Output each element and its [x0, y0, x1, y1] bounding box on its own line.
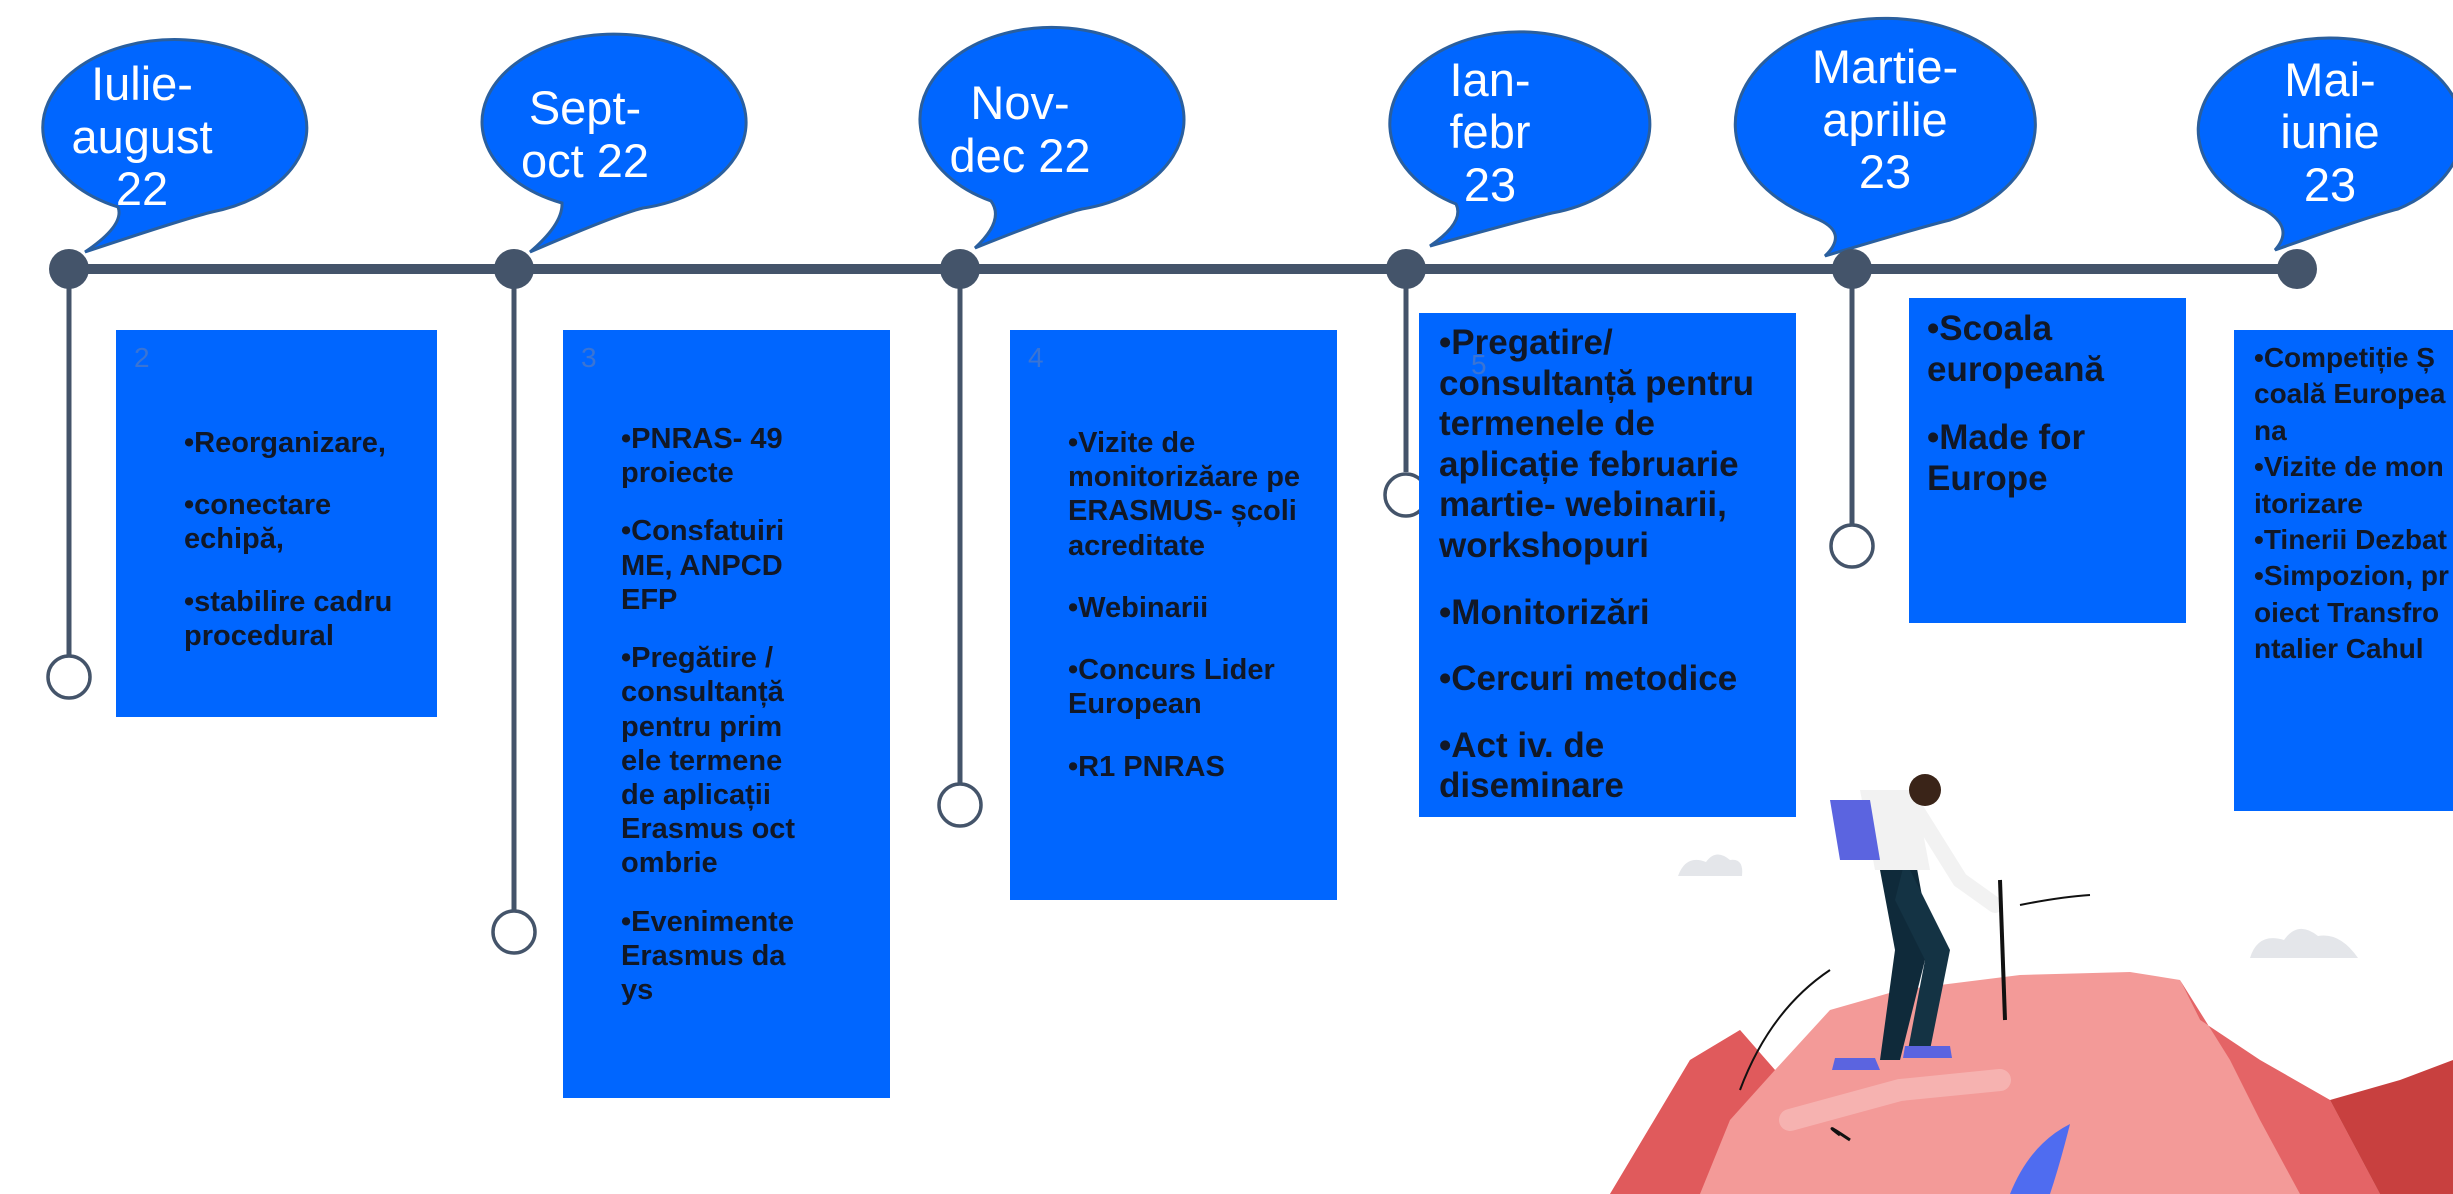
activity-box-4: 5 Pregatire/ consultanță pentru termenel… [1419, 313, 1796, 817]
period-marker-6 [2196, 36, 2453, 289]
activity-box-6: Competiție Școală Europeana Vizite de mo… [2234, 330, 2453, 811]
activity-item: Cercuri metodice [1439, 659, 1789, 700]
activity-list-5: Scoala europeană Made for Europe [1927, 308, 2177, 525]
timeline-end-circle-2 [491, 909, 537, 955]
step-number-2: 3 [581, 342, 597, 373]
activity-item: Act iv. de diseminare [1439, 726, 1789, 807]
activity-list-1: Reorganizare, conectare echipă, stabilir… [184, 426, 429, 681]
speech-bubble-5 [1733, 16, 2037, 258]
speech-bubble-1 [41, 38, 309, 254]
period-marker-5 [1733, 16, 2037, 569]
activity-item: Made for Europe [1927, 417, 2177, 500]
period-label-2: Sept- oct 22 [520, 81, 650, 187]
activity-item: Pregătire / consultanță pentru primele t… [621, 641, 796, 881]
period-label-3: Nov- dec 22 [949, 76, 1091, 182]
period-label-1: Iulie- august 22 [71, 57, 213, 216]
period-marker-3 [918, 25, 1186, 828]
activity-item: PNRAS- 49 proiecte [621, 422, 796, 490]
hiker-illustration [1830, 774, 2007, 1070]
speech-bubble-3 [918, 25, 1186, 250]
timeline-node-2 [494, 249, 534, 289]
activity-item: Tinerii Dezbat [2254, 522, 2450, 558]
period-label-5: Martie- aprilie 23 [1811, 40, 1959, 199]
activity-item: Simpozion, proiect Transfrontalier Cahul [2254, 558, 2450, 667]
activity-item: Monitorizări [1439, 593, 1789, 634]
activity-item: stabilire cadru procedural [184, 585, 429, 653]
speech-bubble-4 [1388, 30, 1652, 248]
activity-item: Vizite de monitorizare [2254, 449, 2450, 522]
activity-list-4: Pregatire/ consultanță pentru termenele … [1439, 323, 1789, 817]
activity-item: Concurs Lider European [1068, 653, 1318, 721]
speech-bubble-6 [2196, 36, 2453, 252]
activity-list-6: Competiție Școală Europeana Vizite de mo… [2254, 340, 2450, 668]
activity-list-3: Vizite de monitorizăare pe ERASMUS- școl… [1068, 426, 1318, 812]
step-number-3: 4 [1028, 342, 1044, 373]
activity-box-1: 2 Reorganizare, conectare echipă, stabil… [116, 330, 437, 717]
timeline-node-1 [49, 249, 89, 289]
activity-item: Competiție Școală Europeana [2254, 340, 2450, 449]
activity-item: R1 PNRAS [1068, 750, 1318, 784]
activity-box-5: Scoala europeană Made for Europe [1909, 298, 2186, 623]
activity-item: Vizite de monitorizăare pe ERASMUS- școl… [1068, 426, 1318, 563]
timeline-end-circle-3 [937, 782, 983, 828]
period-label-4: Ian- febr 23 [1449, 52, 1531, 211]
timeline-node-6 [2277, 249, 2317, 289]
activity-item: Consfatuiri ME, ANPCDEFP [621, 514, 796, 617]
timeline-node-5 [1832, 249, 1872, 289]
period-marker-2 [480, 32, 748, 955]
timeline-node-3 [940, 249, 980, 289]
period-marker-4 [1383, 30, 1652, 518]
activity-item: Webinarii [1068, 591, 1318, 625]
period-marker-1 [41, 38, 309, 700]
mountain-illustration [1610, 894, 2453, 1194]
activity-item: Scoala europeană [1927, 308, 2177, 391]
step-number-1: 2 [134, 342, 150, 373]
activity-box-2: 3 PNRAS- 49 proiecte Consfatuiri ME, ANP… [563, 330, 890, 1098]
period-label-6: Mai- iunie 23 [2280, 52, 2380, 211]
activity-item: Pregatire/ consultanță pentru termenele … [1439, 323, 1789, 567]
timeline-end-circle-5 [1829, 523, 1875, 569]
activity-list-2: PNRAS- 49 proiecte Consfatuiri ME, ANPCD… [621, 422, 796, 1031]
activity-box-3: 4 Vizite de monitorizăare pe ERASMUS- șc… [1010, 330, 1337, 900]
timeline-node-4 [1386, 249, 1426, 289]
speech-bubble-2 [480, 32, 748, 254]
timeline-end-circle-1 [46, 654, 92, 700]
activity-item: conectare echipă, [184, 488, 429, 556]
activity-item: Reorganizare, [184, 426, 429, 460]
activity-item: Evenimente Erasmus days [621, 905, 796, 1008]
